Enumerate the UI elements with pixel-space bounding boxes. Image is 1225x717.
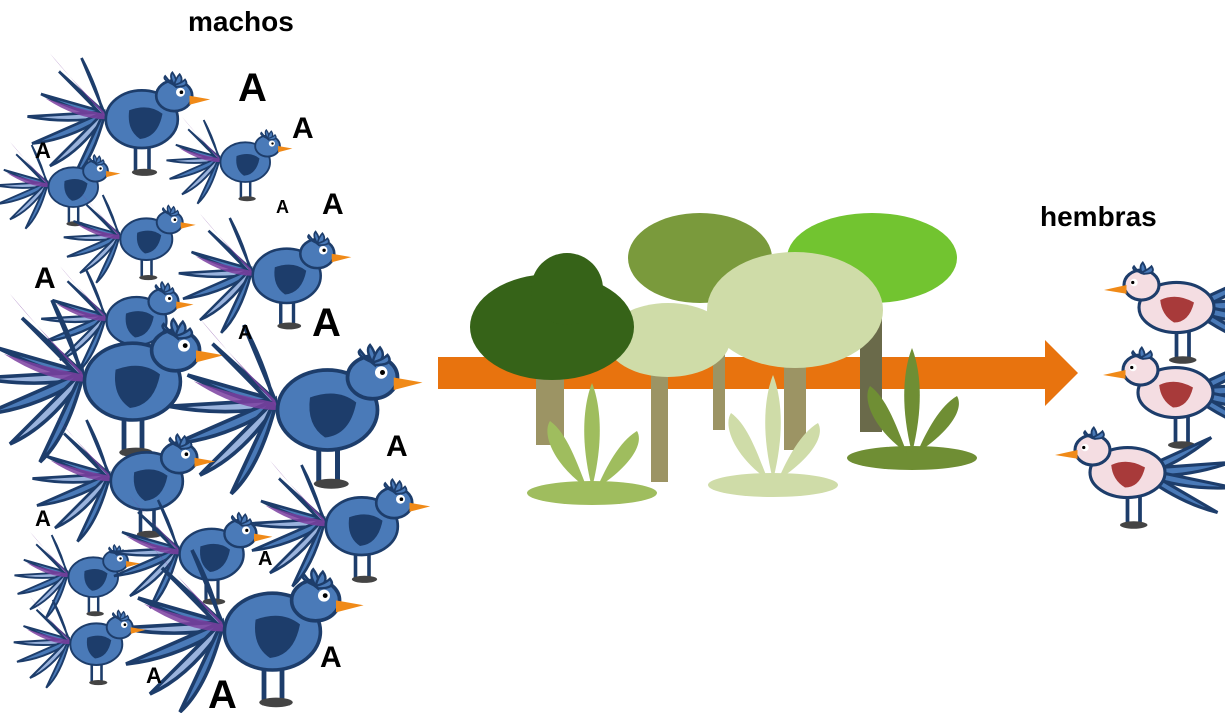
allele-label: A [276, 198, 289, 216]
allele-label: A [312, 303, 341, 343]
male-bird-icon [167, 117, 293, 204]
female-bird-icon [1104, 263, 1225, 364]
allele-label: A [208, 675, 237, 715]
allele-label: A [292, 114, 314, 144]
females-label: hembras [1040, 203, 1157, 231]
allele-label: A [320, 643, 342, 673]
male-bird-icon [169, 319, 423, 494]
allele-label: A [35, 140, 51, 162]
female-bird-icon [1103, 348, 1225, 449]
allele-label: A [238, 323, 252, 343]
males-label: machos [188, 8, 294, 36]
male-bird-icon [14, 597, 146, 688]
allele-label: A [34, 264, 56, 294]
shrub-icon [708, 375, 838, 497]
allele-label: A [146, 665, 162, 687]
female-bird-icon [1055, 428, 1225, 529]
allele-label: A [35, 508, 51, 530]
allele-label: A [238, 68, 267, 108]
tree-icon [470, 253, 634, 445]
allele-label: A [386, 432, 408, 462]
allele-label: A [322, 190, 344, 220]
allele-label: A [258, 549, 272, 569]
